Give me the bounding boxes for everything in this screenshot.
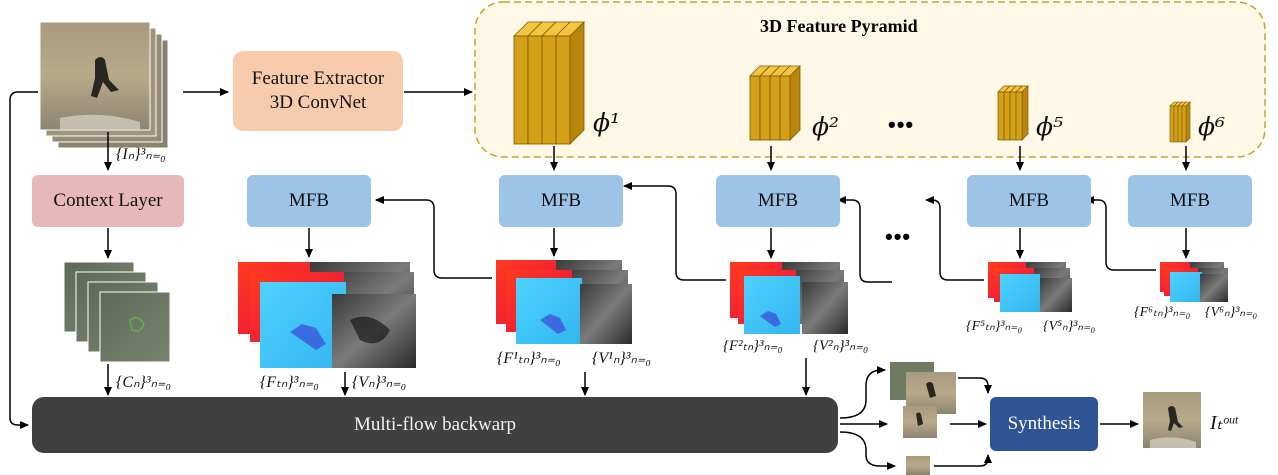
mfb-ellipsis: ••• [885,224,912,249]
flow-label-5: {F⁵ₜₙ}³ₙ₌₀ [966,319,1023,334]
multi-flow-backwarp-box: Multi-flow backwarp [32,397,838,453]
feature-block-phi5 [997,85,1029,141]
flow-label-1: {F¹ₜₙ}³ₙ₌₀ [497,350,561,367]
flow-stack-1 [496,260,632,344]
flow-label-0: {Fₜₙ}³ₙ₌₀ [260,374,319,391]
context-label: {Cₙ}³ₙ₌₀ [116,374,172,391]
pyramid-ellipsis: ••• [888,112,915,137]
phi1-label: ϕ¹ [593,108,621,137]
feature-block-phi2 [749,65,801,141]
flow-stack-5 [988,262,1072,312]
vis-label-2: {V²ₙ}³ₙ₌₀ [813,338,869,354]
mfb-box-1: MFB [499,175,623,227]
vis-label-6: {V⁶ₙ}³ₙ₌₀ [1205,305,1258,320]
pyramid-title: 3D Feature Pyramid [760,16,918,36]
vis-label-5: {V⁵ₙ}³ₙ₌₀ [1043,319,1096,334]
output-label: Iₜᵒᵘᵗ [1210,412,1238,434]
flow-stack-6 [1160,262,1228,302]
feature-block-phi1 [513,21,585,145]
flow-label-6: {F⁶ₜₙ}³ₙ₌₀ [1134,305,1191,320]
context-layer-box: Context Layer [32,175,184,227]
input-frames [39,21,169,149]
feature-extractor-box: Feature Extractor 3D ConvNet [233,51,403,131]
phi5-label: ϕ⁵ [1036,112,1064,141]
phi6-label: ϕ⁶ [1198,112,1226,141]
phi2-label: ϕ² [812,112,840,141]
flow-label-2: {F²ₜₙ}³ₙ₌₀ [723,338,783,354]
vis-label-1: {V¹ₙ}³ₙ₌₀ [592,350,651,367]
flow-stack-2 [730,262,848,334]
feature-extractor-line1: Feature Extractor [251,68,385,89]
input-frames-label: {Iₙ}³ₙ₌₀ [116,146,166,163]
context-feature-maps [63,261,171,363]
synthesis-box: Synthesis [990,397,1098,451]
flow-stack-0 [238,262,416,368]
vis-label-0: {Vₙ}³ₙ₌₀ [352,374,407,391]
warped-candidates [890,362,956,475]
mfb-box-6: MFB [1128,175,1252,227]
feature-extractor-line2: 3D ConvNet [269,92,367,113]
feature-block-phi6 [1169,101,1191,143]
output-frame [1143,392,1201,448]
mfb-box-2: MFB [716,175,840,227]
pyramid-frame [474,1,1266,158]
mfb-box-5: MFB [967,175,1091,227]
mfb-box-0: MFB [247,175,371,227]
